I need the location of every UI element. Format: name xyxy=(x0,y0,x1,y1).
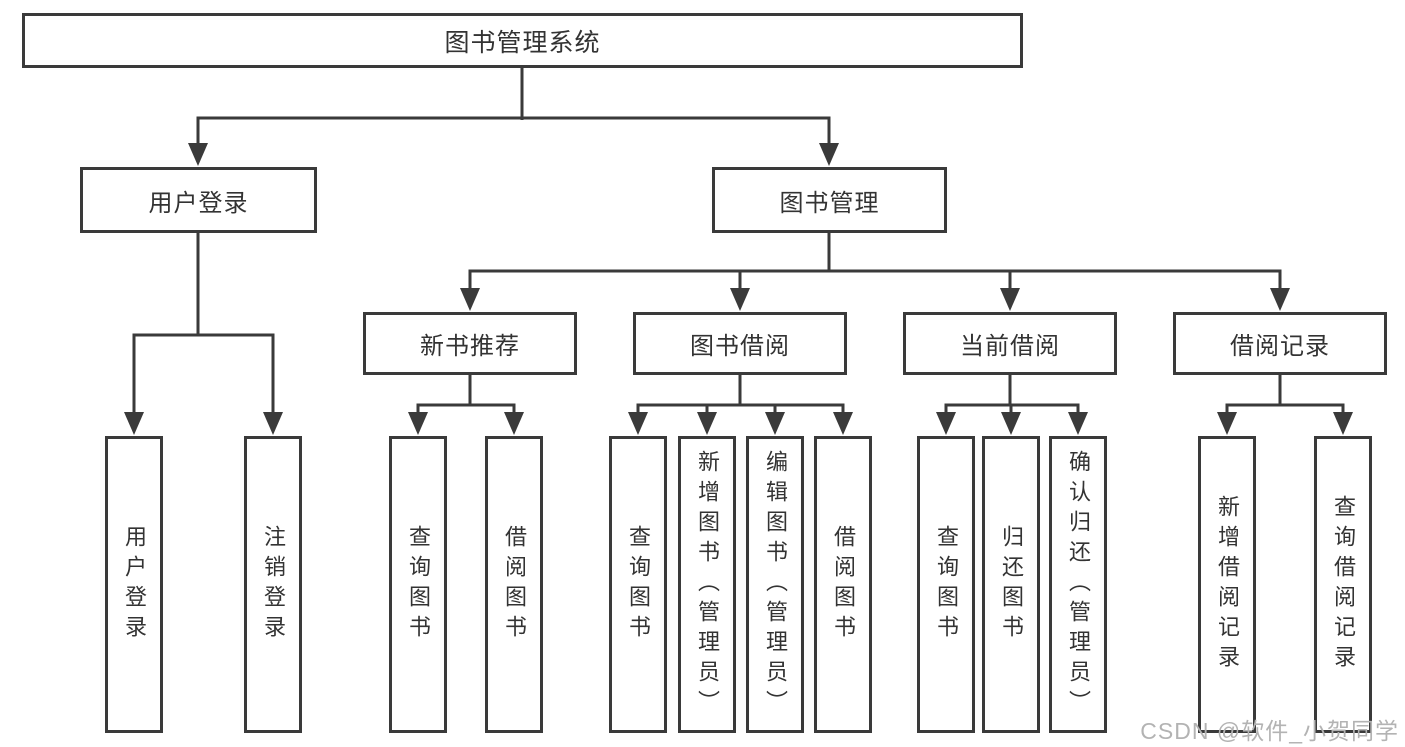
leaf-newbooks-query-books: 查询图书 xyxy=(389,436,447,733)
leaf-logout: 注销登录 xyxy=(244,436,302,733)
leaf-borrow-edit-book-admin-label: 编辑图书（管理员） xyxy=(763,449,788,720)
node-book-management: 图书管理 xyxy=(712,167,947,233)
leaf-records-add-record: 新增借阅记录 xyxy=(1198,436,1256,733)
leaf-records-add-record-label: 新增借阅记录 xyxy=(1215,494,1240,675)
leaf-current-return-books-label: 归还图书 xyxy=(999,524,1024,645)
leaf-borrow-query-books: 查询图书 xyxy=(609,436,667,733)
node-book-borrowing: 图书借阅 xyxy=(633,312,847,375)
leaf-borrow-add-book-admin-label: 新增图书（管理员） xyxy=(695,449,720,720)
leaf-borrow-borrow-books-label: 借阅图书 xyxy=(831,524,856,645)
leaf-current-return-books: 归还图书 xyxy=(982,436,1040,733)
leaf-newbooks-query-books-label: 查询图书 xyxy=(406,524,431,645)
leaf-logout-label: 注销登录 xyxy=(261,524,286,645)
leaf-borrow-edit-book-admin: 编辑图书（管理员） xyxy=(746,436,804,733)
node-current-borrowing: 当前借阅 xyxy=(903,312,1117,375)
leaf-borrow-query-books-label: 查询图书 xyxy=(626,524,651,645)
node-borrowing-records: 借阅记录 xyxy=(1173,312,1387,375)
leaf-current-query-books: 查询图书 xyxy=(917,436,975,733)
leaf-current-confirm-return-admin: 确认归还（管理员） xyxy=(1049,436,1107,733)
node-new-book-recommendation: 新书推荐 xyxy=(363,312,577,375)
node-library-management-system: 图书管理系统 xyxy=(22,13,1023,68)
leaf-user-login-label: 用户登录 xyxy=(122,524,147,645)
leaf-user-login: 用户登录 xyxy=(105,436,163,733)
leaf-newbooks-borrow-books: 借阅图书 xyxy=(485,436,543,733)
leaf-records-query-record-label: 查询借阅记录 xyxy=(1331,494,1356,675)
leaf-current-confirm-return-admin-label: 确认归还（管理员） xyxy=(1066,449,1091,720)
leaf-borrow-borrow-books: 借阅图书 xyxy=(814,436,872,733)
node-user-login: 用户登录 xyxy=(80,167,317,233)
watermark: CSDN @软件_小贺同学 xyxy=(1140,718,1399,744)
leaf-records-query-record: 查询借阅记录 xyxy=(1314,436,1372,733)
leaf-borrow-add-book-admin: 新增图书（管理员） xyxy=(678,436,736,733)
leaf-newbooks-borrow-books-label: 借阅图书 xyxy=(502,524,527,645)
leaf-current-query-books-label: 查询图书 xyxy=(934,524,959,645)
